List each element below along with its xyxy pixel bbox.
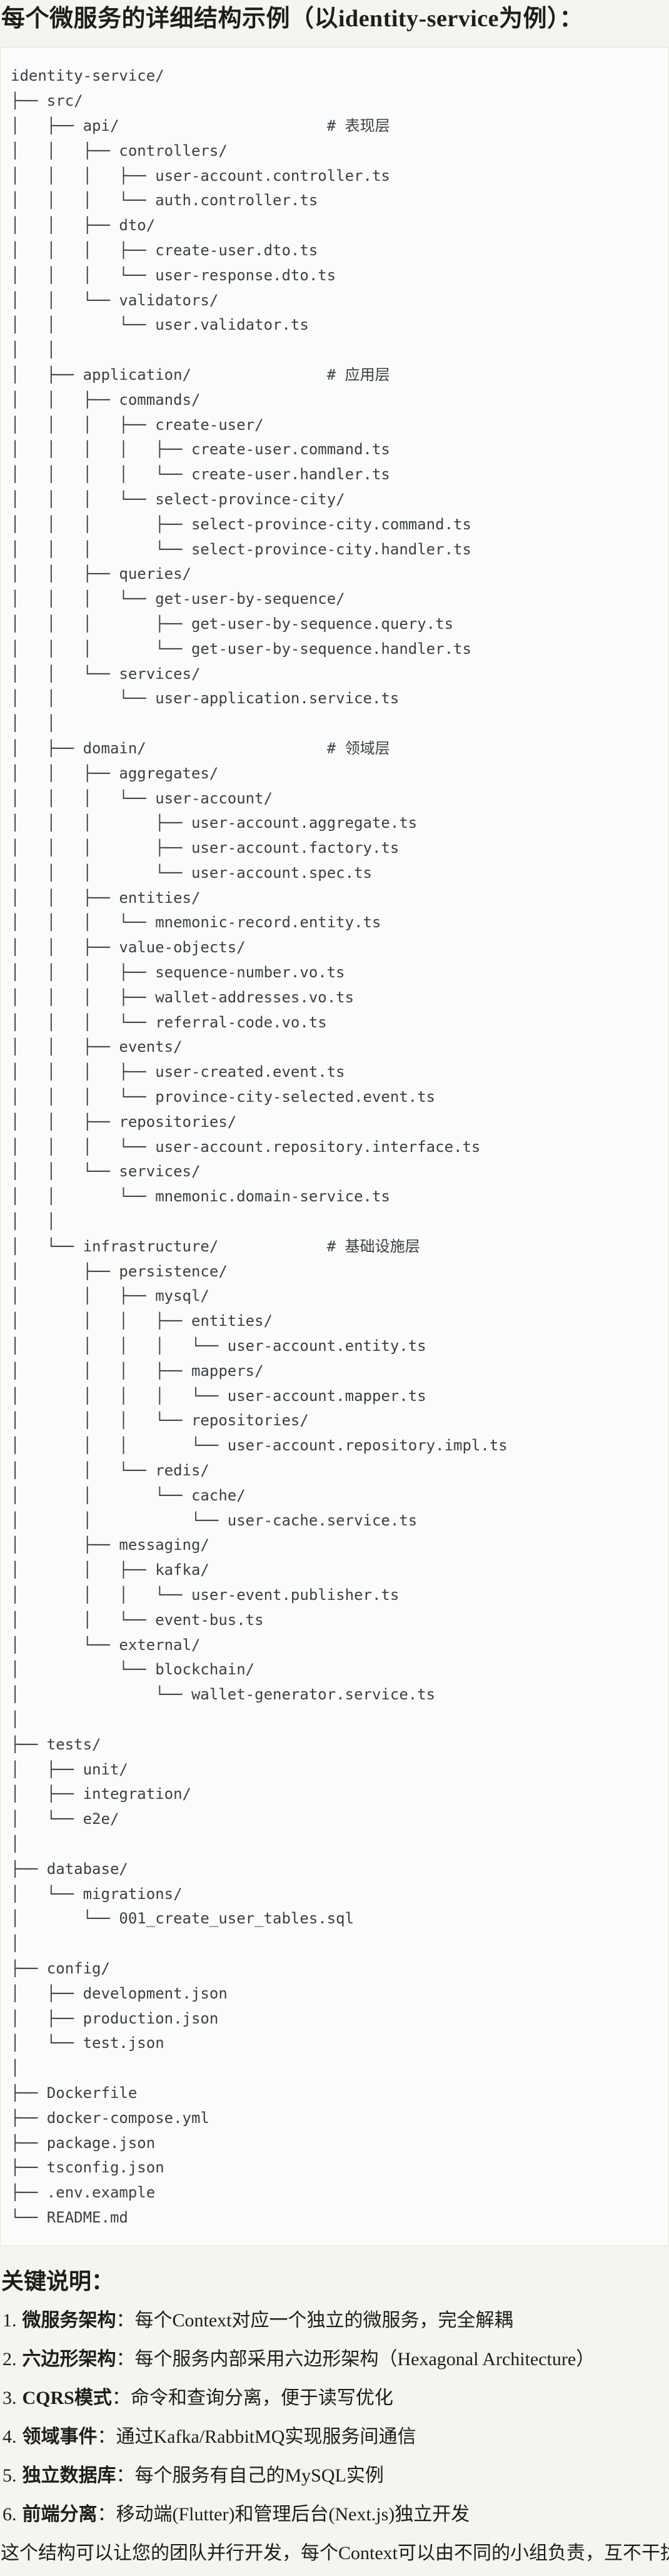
note-item-desc: ：移动端(Flutter)和管理后台(Next.js)独立开发 (97, 2504, 470, 2525)
note-item-term: 领域事件 (22, 2426, 98, 2448)
note-item-desc: ：每个服务内部采用六边形架构（Hexagonal Architecture） (116, 2349, 595, 2370)
note-item-term: CQRS模式 (22, 2388, 112, 2409)
note-item-term: 六边形架构 (22, 2349, 116, 2370)
note-item-term: 前端分离 (22, 2504, 98, 2525)
note-item-number: 3. (3, 2388, 17, 2409)
note-item-number: 2. (3, 2349, 17, 2370)
note-item-frontend: 6.前端分离：移动端(Flutter)和管理后台(Next.js)独立开发 (3, 2500, 669, 2528)
page-title: 每个微服务的详细结构示例（以identity-service为例）： (1, 6, 584, 32)
note-item-desc: ：通过Kafka/RabbitMQ实现服务间通信 (97, 2426, 416, 2448)
note-item-number: 1. (3, 2310, 17, 2331)
directory-tree-text: identity-service/ ├── src/ │ ├── api/ # … (11, 67, 508, 2226)
note-item-desc: ：每个服务有自己的MySQL实例 (116, 2465, 384, 2487)
note-item-desc: ：命令和查询分离，便于读写优化 (111, 2388, 393, 2409)
note-item-term: 独立数据库 (22, 2465, 116, 2487)
note-item-domain-events: 4.领域事件：通过Kafka/RabbitMQ实现服务间通信 (3, 2423, 669, 2451)
note-item-database: 5.独立数据库：每个服务有自己的MySQL实例 (3, 2461, 669, 2490)
notes-heading: 关键说明： (1, 2268, 114, 2294)
note-item-microservice: 1.微服务架构：每个Context对应一个独立的微服务，完全解耦 (3, 2306, 669, 2334)
note-item-cqrs: 3.CQRS模式：命令和查询分离，便于读写优化 (3, 2384, 669, 2412)
note-item-number: 4. (3, 2426, 17, 2448)
closing-paragraph: 这个结构可以让您的团队并行开发，每个Context可以由不同的小组负责，互不干扰… (1, 2543, 669, 2564)
note-item-term: 微服务架构 (22, 2310, 116, 2331)
directory-tree-code-block: identity-service/ ├── src/ │ ├── api/ # … (0, 47, 669, 2246)
document-page: 每个微服务的详细结构示例（以identity-service为例）： ident… (0, 4, 669, 2567)
note-item-number: 5. (3, 2465, 17, 2487)
note-item-desc: ：每个Context对应一个独立的微服务，完全解耦 (116, 2310, 513, 2331)
notes-list: 1.微服务架构：每个Context对应一个独立的微服务，完全解耦 2.六边形架构… (0, 2306, 669, 2528)
note-item-hexagonal: 2.六边形架构：每个服务内部采用六边形架构（Hexagonal Architec… (3, 2345, 669, 2373)
note-item-number: 6. (3, 2504, 17, 2525)
